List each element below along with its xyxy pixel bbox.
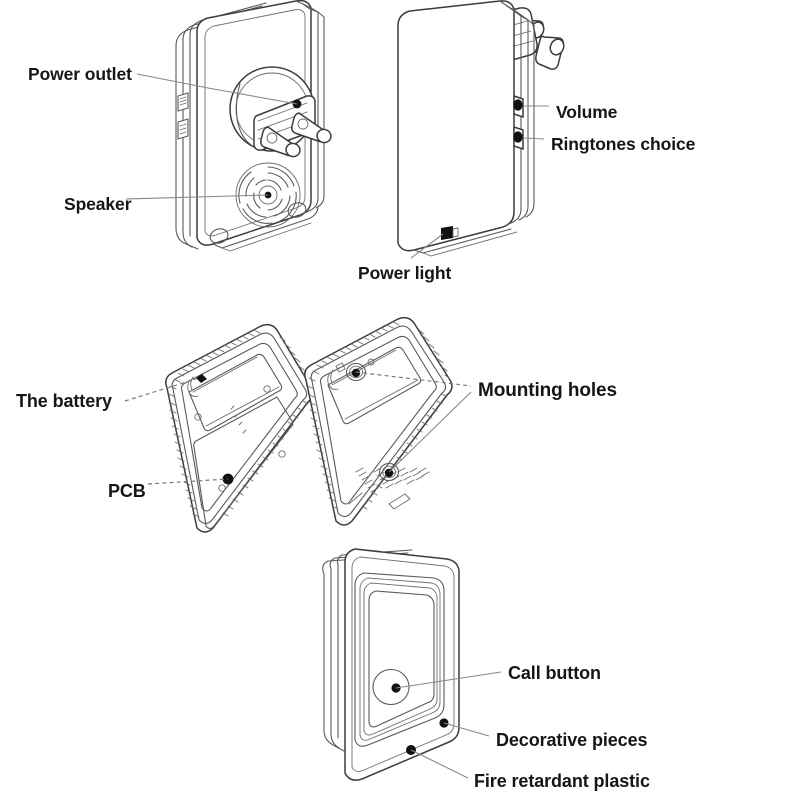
label-volume: Volume: [556, 102, 618, 122]
mounting-hole-upper: [345, 362, 367, 382]
fire-retardant-leader: [410, 749, 469, 779]
label-decorative-pieces: Decorative pieces: [496, 730, 648, 750]
power-light-led-icon: [441, 226, 459, 240]
speaker-grille-icon: [235, 162, 301, 228]
transmitter-rear-shell: [304, 316, 472, 526]
label-power-light: Power light: [358, 263, 452, 283]
ringtones-leader: [522, 137, 545, 140]
label-speaker: Speaker: [64, 194, 132, 214]
label-ringtones-choice: Ringtones choice: [551, 134, 696, 154]
mounting-hole-lower-leader: [388, 391, 472, 473]
label-fire-retardant: Fire retardant plastic: [474, 771, 650, 791]
speaker-leader: [125, 194, 269, 200]
receiver-side-view: [397, 0, 565, 259]
battery-leader: [124, 378, 197, 402]
label-pcb: PCB: [108, 481, 146, 501]
decorative-pieces-leader: [443, 722, 490, 737]
power-light-leader: [410, 233, 444, 259]
transmitter-back-open: [124, 323, 314, 533]
mounting-hole-upper-leader: [355, 371, 472, 387]
rear-rim-texture: [307, 321, 451, 510]
battery-marker: [196, 374, 207, 383]
label-the-battery: The battery: [16, 391, 112, 411]
power-outlet-leader: [136, 73, 298, 105]
pcb-leader: [147, 478, 229, 485]
side-buttons: [513, 95, 524, 150]
label-call-button: Call button: [508, 663, 601, 683]
mounting-hole-lower: [378, 462, 400, 482]
receiver-front-view: [125, 0, 332, 252]
label-mounting-holes: Mounting holes: [478, 380, 617, 401]
call-button-leader: [395, 671, 502, 689]
transmitter-front: [322, 548, 502, 781]
label-power-outlet: Power outlet: [28, 64, 132, 84]
